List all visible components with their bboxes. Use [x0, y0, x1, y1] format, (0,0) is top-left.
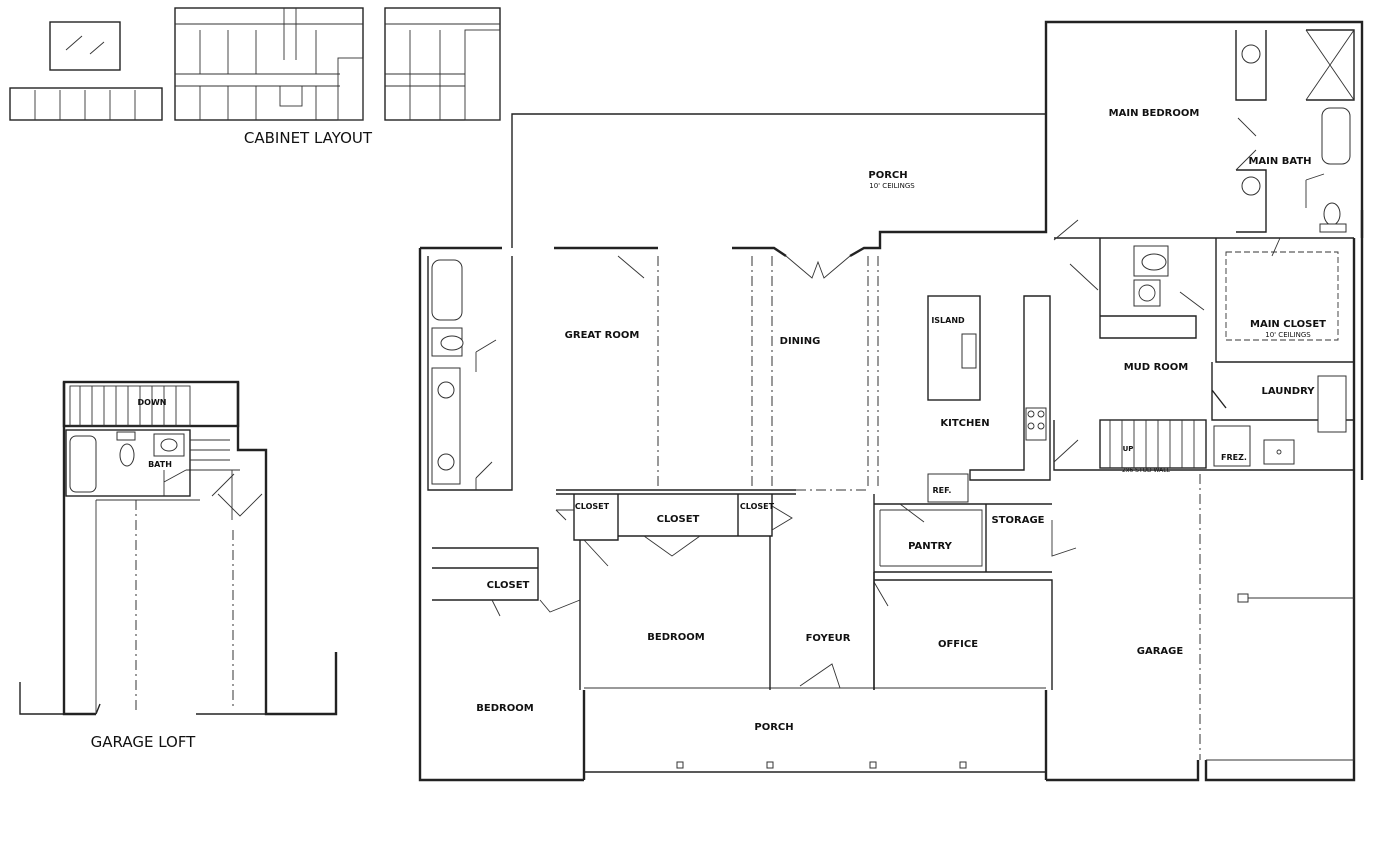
office-label: OFFICE: [938, 639, 978, 650]
dining-label: DINING: [780, 336, 821, 347]
foyeur-label: FOYEUR: [806, 633, 851, 644]
bedroom-center-label: BEDROOM: [647, 632, 704, 643]
porch-rear-note: 10' CEILINGS: [869, 182, 915, 190]
ref-label: REF.: [933, 486, 952, 495]
main-plan-walls: [418, 20, 1364, 782]
porch-front-label: PORCH: [754, 722, 793, 733]
up-label: UP: [1123, 445, 1134, 453]
garage-label: GARAGE: [1137, 646, 1184, 657]
closet-center-label: CLOSET: [657, 514, 700, 525]
great-room-label: GREAT ROOM: [565, 330, 640, 341]
island-label: ISLAND: [931, 316, 965, 325]
closet-west-label: CLOSET: [487, 580, 530, 591]
main-closet-label: MAIN CLOSET: [1250, 319, 1326, 330]
pantry-label: PANTRY: [908, 541, 952, 552]
main-closet-note: 10' CEILINGS: [1265, 331, 1311, 339]
mud-room-label: MUD ROOM: [1124, 362, 1189, 373]
main-bath-label: MAIN BATH: [1248, 156, 1311, 167]
laundry-label: LAUNDRY: [1262, 386, 1316, 397]
loft-down-label: DOWN: [138, 398, 167, 407]
garage-loft-title: GARAGE LOFT: [91, 733, 197, 751]
frez-label: FREZ.: [1221, 453, 1247, 462]
loft-bath-label: BATH: [148, 460, 172, 469]
closet-right-label: CLOSET: [740, 502, 775, 511]
kitchen-label: KITCHEN: [940, 418, 989, 429]
main-bedroom-label: MAIN BEDROOM: [1109, 108, 1200, 119]
bedroom-west-label: BEDROOM: [476, 703, 533, 714]
cabinet-layout-drawing: [9, 7, 501, 121]
storage-label: STORAGE: [991, 515, 1044, 526]
porch-rear-label: PORCH: [868, 170, 907, 181]
stud-wall-label: 2x6 STUD WALL: [1122, 467, 1171, 474]
garage-loft-drawing: [19, 380, 338, 716]
closet-left-label: CLOSET: [575, 502, 610, 511]
cabinet-layout-title: CABINET LAYOUT: [244, 129, 373, 147]
